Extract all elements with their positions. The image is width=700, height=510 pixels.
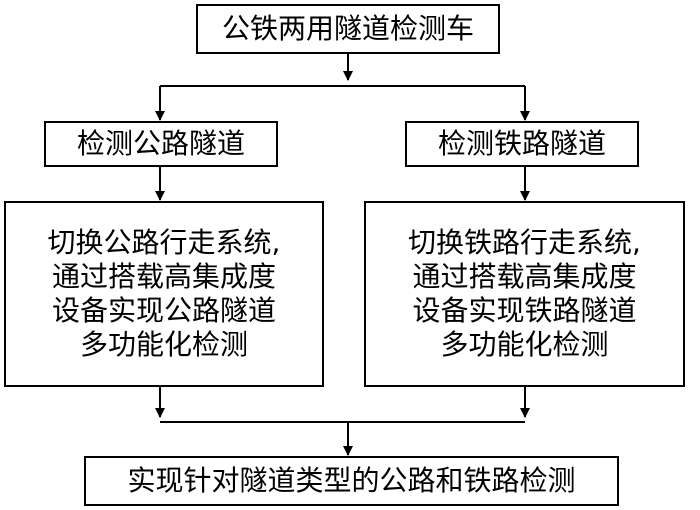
railway-detail-line: 通过搭载高集成度 <box>412 260 637 293</box>
top-box-text: 公铁两用隧道检测车 <box>221 12 474 45</box>
bottom-box-text: 实现针对隧道类型的公路和铁路检测 <box>127 464 576 497</box>
highway-detail-line: 多功能化检测 <box>79 328 248 361</box>
highway-detail-line: 通过搭载高集成度 <box>51 260 276 293</box>
highway-label-text: 检测公路隧道 <box>76 127 245 160</box>
railway-detail-line: 切换铁路行走系统, <box>408 226 641 259</box>
top-box: 公铁两用隧道检测车 <box>196 4 500 54</box>
railway-label-box: 检测铁路隧道 <box>405 121 639 167</box>
bottom-box: 实现针对隧道类型的公路和铁路检测 <box>84 456 619 506</box>
railway-detail-box: 切换铁路行走系统, 通过搭载高集成度 设备实现铁路隧道 多功能化检测 <box>364 201 685 387</box>
highway-detail-line: 切换公路行走系统, <box>47 226 281 259</box>
highway-label-box: 检测公路隧道 <box>44 121 278 167</box>
railway-detail-line: 多功能化检测 <box>440 328 609 361</box>
highway-detail-line: 设备实现公路隧道 <box>51 294 276 327</box>
railway-label-text: 检测铁路隧道 <box>437 127 606 160</box>
railway-detail-line: 设备实现铁路隧道 <box>412 294 637 327</box>
highway-detail-box: 切换公路行走系统, 通过搭载高集成度 设备实现公路隧道 多功能化检测 <box>4 201 324 387</box>
